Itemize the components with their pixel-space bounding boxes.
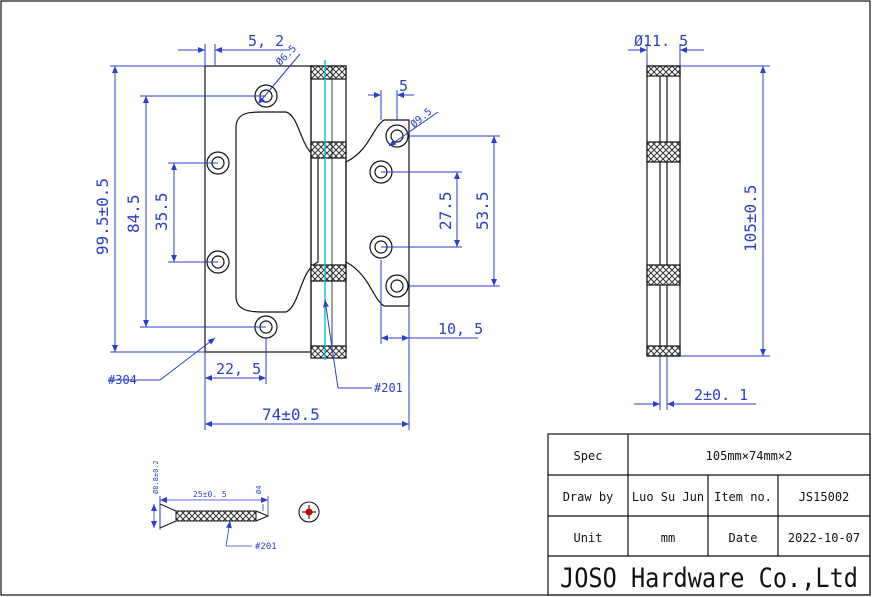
- knuckle-body: [310, 65, 347, 353]
- date-label: Date: [729, 531, 758, 545]
- item-label: Item no.: [714, 490, 772, 504]
- front-view: [204, 60, 347, 360]
- dim-side-height: 105±0.5: [741, 185, 760, 252]
- screw-shank-dia: Ø4: [255, 486, 263, 494]
- outer-leaf-outline: [204, 65, 312, 353]
- dim-leaf-outer-span: 53.5: [473, 191, 492, 230]
- date-value: 2022-10-07: [788, 531, 860, 545]
- screw-length: 25±0. 5: [193, 490, 227, 499]
- knurl-top: [310, 65, 347, 80]
- dim-hole-span-inner: 35.5: [152, 192, 171, 231]
- draw-by-label: Draw by: [563, 490, 614, 504]
- side-outline: [646, 65, 681, 357]
- dim-width-top: 5, 2: [248, 32, 284, 50]
- screw-head-dia: Ø8.8±0.2: [152, 460, 160, 494]
- item-value: JS15002: [799, 490, 850, 504]
- knuckle-material-label: #201: [374, 381, 403, 395]
- inner-leaf-view: [345, 119, 410, 307]
- spec-value: 105mm×74mm×2: [706, 449, 793, 463]
- inner-leaf-dimensions: [368, 90, 500, 344]
- unit-label: Unit: [574, 531, 603, 545]
- dim-edge-offset: 10, 5: [438, 320, 483, 338]
- dim-knuckle-dia: Ø11. 5: [634, 32, 688, 50]
- screw-thread: [175, 510, 257, 522]
- screw-head-icon: [298, 501, 320, 523]
- dim-total-width: 74±0.5: [262, 405, 320, 424]
- knurl-mid-top: [310, 141, 347, 159]
- knurl-mid-bottom: [310, 264, 347, 282]
- screw-view: [159, 503, 270, 529]
- dim-hole-span-outer: 84.5: [124, 194, 143, 233]
- screw-material: #201: [255, 542, 277, 552]
- leaf-cutout: [235, 111, 319, 313]
- dim-thickness: 2±0. 1: [694, 386, 748, 404]
- dim-total-height: 99.5±0.5: [93, 178, 112, 255]
- front-dimensions: [108, 44, 410, 430]
- unit-value: mm: [661, 531, 675, 545]
- title-block: [547, 433, 871, 596]
- company-name: JOSO Hardware Co.,Ltd: [560, 563, 858, 594]
- side-view: [646, 65, 681, 357]
- draw-by-value: Luo Su Jun: [632, 490, 704, 504]
- dim-hole-dia: Ø9.5: [408, 106, 434, 131]
- dim-leaf-inner-span: 27.5: [436, 191, 455, 230]
- dim-offset-left: 22, 5: [216, 360, 261, 378]
- side-dimensions: [628, 44, 770, 410]
- inner-leaf-outline: [345, 119, 410, 307]
- screw-head: [159, 503, 177, 529]
- spec-label: Spec: [574, 449, 603, 463]
- dim-offset-top: 5: [399, 77, 408, 95]
- knurl-bottom: [310, 345, 347, 359]
- material-label: #304: [108, 373, 137, 387]
- screw-dimensions: [151, 496, 269, 547]
